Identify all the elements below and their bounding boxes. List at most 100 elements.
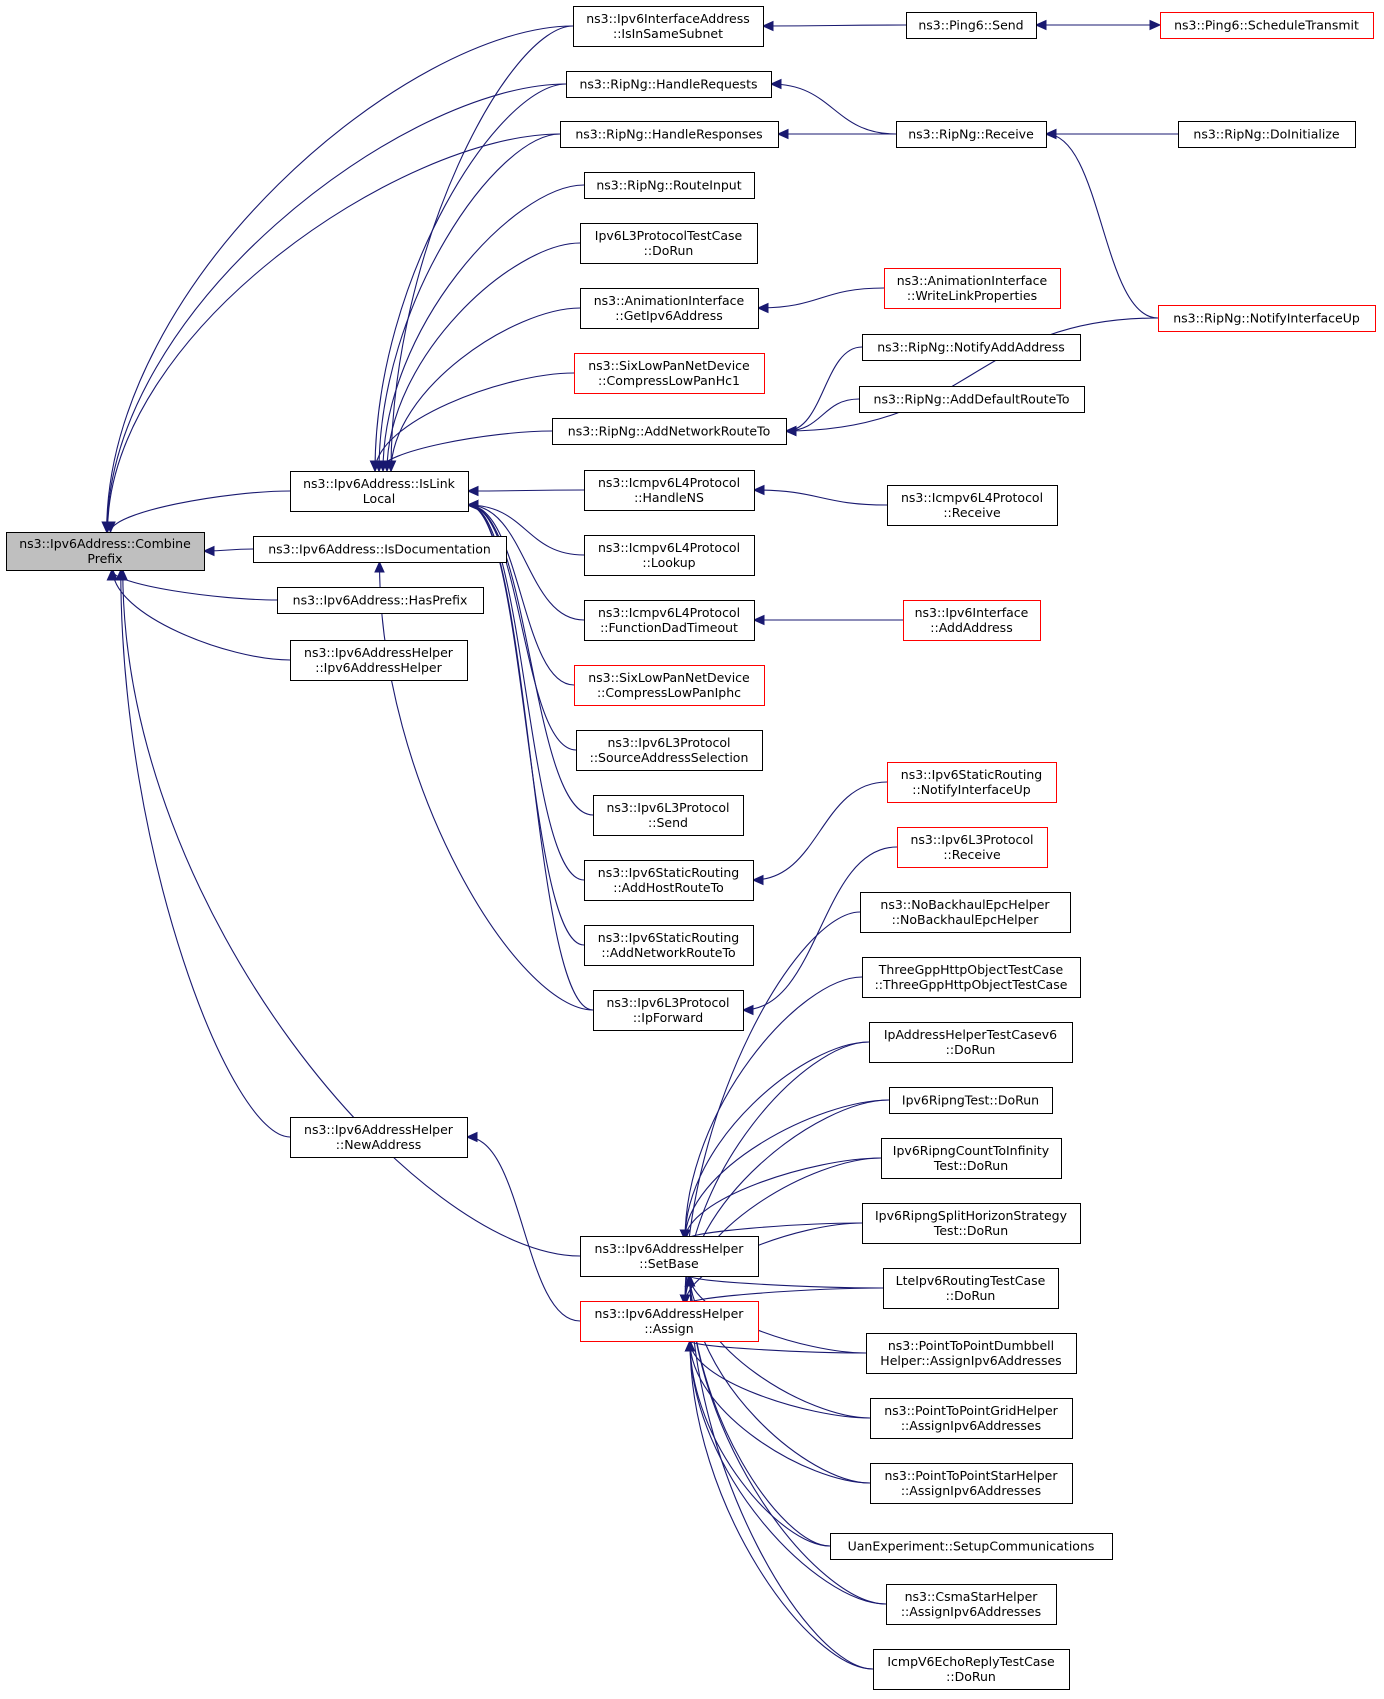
arrowhead-icon [465,1131,478,1143]
edge-ripnotifyup-to-addnetworkroute [785,317,1159,432]
node-label: ns3::RipNg::AddNetworkRouteTo [568,424,770,439]
node-uanexp[interactable]: UanExperiment::SetupCommunications [830,1533,1113,1560]
node-label: Local [363,491,395,506]
node-label: ::HandleNS [634,490,704,505]
edge-ipforward-to-islinklocal [467,504,594,1011]
arrowhead-icon [102,521,113,534]
node-addhostroute[interactable]: ns3::Ipv6StaticRouting::AddHostRouteTo [584,860,754,901]
node-threegpp[interactable]: ThreeGppHttpObjectTestCase::ThreeGppHttp… [862,957,1081,998]
node-adddefaultroute[interactable]: ns3::RipNg::AddDefaultRouteTo [859,386,1085,413]
node-addnetworkroute[interactable]: ns3::RipNg::AddNetworkRouteTo [552,418,787,445]
node-box [290,1117,468,1158]
node-newaddress[interactable]: ns3::Ipv6AddressHelper::NewAddress [290,1117,468,1158]
node-label: ::AddHostRouteTo [613,880,724,895]
node-box [290,640,468,681]
node-box [884,268,1061,309]
edge-getipv6address-to-islinklocal [390,307,581,472]
node-setbase[interactable]: ns3::Ipv6AddressHelper::SetBase [580,1236,759,1277]
node-icmpreceive[interactable]: ns3::Icmpv6L4Protocol::Receive [887,485,1058,526]
node-assign[interactable]: ns3::Ipv6AddressHelper::Assign [580,1301,759,1342]
node-isdoc[interactable]: ns3::Ipv6Address::IsDocumentation [253,536,507,563]
edge-csmastar-to-assign [689,1340,887,1605]
node-ripinit[interactable]: ns3::RipNg::DoInitialize [1178,121,1356,148]
node-label: ns3::PointToPointDumbbell [888,1338,1054,1353]
node-ping6send[interactable]: ns3::Ping6::Send [906,12,1037,39]
node-p2pdumbbell[interactable]: ns3::PointToPointDumbbellHelper::AssignI… [866,1333,1077,1374]
edge-issamesubnet-to-islinklocal [390,25,574,472]
edge-staticnotifyup-to-addhostroute [752,781,888,881]
node-p2pgrid[interactable]: ns3::PointToPointGridHelper::AssignIpv6A… [870,1398,1073,1439]
node-csmastar[interactable]: ns3::CsmaStarHelper::AssignIpv6Addresses [886,1584,1057,1625]
node-ifaceaddaddress[interactable]: ns3::Ipv6Interface::AddAddress [903,600,1041,641]
node-routeinput[interactable]: ns3::RipNg::RouteInput [584,172,755,199]
node-hasprefix[interactable]: ns3::Ipv6Address::HasPrefix [277,587,484,614]
node-label: UanExperiment::SetupCommunications [848,1539,1095,1554]
node-label: ::AssignIpv6Addresses [901,1483,1041,1498]
node-compressiphc[interactable]: ns3::SixLowPanNetDevice::CompressLowPanI… [574,665,765,706]
edge-p2pstar-to-assign [689,1340,871,1484]
node-handlens[interactable]: ns3::Icmpv6L4Protocol::HandleNS [584,470,755,511]
node-box [580,1236,759,1277]
node-box [873,1649,1070,1690]
node-label: ns3::Ping6::Send [918,18,1023,33]
node-label: ::NewAddress [336,1137,421,1152]
node-ripngtest[interactable]: Ipv6RipngTest::DoRun [889,1087,1053,1114]
node-box [580,1301,759,1342]
node-ripnotifyup[interactable]: ns3::RipNg::NotifyInterfaceUp [1158,305,1376,332]
node-l3receive[interactable]: ns3::Ipv6L3Protocol::Receive [897,827,1048,868]
node-label: ns3::RipNg::HandleRequests [580,77,758,92]
edge-ripnotifyup-to-ripreceive [1045,133,1159,319]
node-label: ::DoRun [946,1042,996,1057]
node-icmpecho[interactable]: IcmpV6EchoReplyTestCase::DoRun [873,1649,1070,1690]
node-label: ns3::Ipv6AddressHelper [595,1306,745,1321]
node-getipv6address[interactable]: ns3::AnimationInterface::GetIpv6Address [580,288,759,329]
node-label: ns3::RipNg::HandleResponses [575,127,762,142]
node-handleresponses[interactable]: ns3::RipNg::HandleResponses [560,121,779,148]
edge-ipforward-to-isdoc [378,561,594,1011]
node-label: ns3::Ipv6L3Protocol [606,800,729,815]
node-label: ns3::RipNg::NotifyInterfaceUp [1173,311,1360,326]
node-ipv6l3test[interactable]: Ipv6L3ProtocolTestCase::DoRun [580,223,758,264]
node-box [881,1138,1062,1179]
node-label: ::GetIpv6Address [615,308,722,323]
node-box [889,1087,1053,1114]
node-label: ns3::Ipv6Address::IsDocumentation [268,542,491,557]
node-compresshc1[interactable]: ns3::SixLowPanNetDevice::CompressLowPanH… [574,353,765,394]
node-box [883,1268,1059,1309]
node-box [593,990,744,1031]
node-ripreceive[interactable]: ns3::RipNg::Receive [896,121,1047,148]
node-lookup[interactable]: ns3::Icmpv6L4Protocol::Lookup [584,535,755,576]
edge-l3receive-to-ipforward [742,846,898,1011]
node-box [1158,305,1376,332]
node-writelinkprops[interactable]: ns3::AnimationInterface::WriteLinkProper… [884,268,1061,309]
nodes-layer: ns3::Ipv6Address::CombinePrefixns3::Ipv6… [6,6,1376,1690]
node-label: ns3::Ping6::ScheduleTransmit [1174,18,1359,33]
node-label: ::Assign [644,1321,693,1336]
node-lteipv6[interactable]: LteIpv6RoutingTestCase::DoRun [883,1268,1059,1309]
node-staticaddnetroute[interactable]: ns3::Ipv6StaticRouting::AddNetworkRouteT… [584,925,754,966]
node-addrhelperctor[interactable]: ns3::Ipv6AddressHelper::Ipv6AddressHelpe… [290,640,468,681]
node-p2pstar[interactable]: ns3::PointToPointStarHelper::AssignIpv6A… [870,1463,1073,1504]
node-notifyaddaddress[interactable]: ns3::RipNg::NotifyAddAddress [862,334,1081,361]
node-box [593,795,744,836]
node-issamesubnet[interactable]: ns3::Ipv6InterfaceAddress::IsInSameSubne… [573,6,764,47]
node-iphelpertest[interactable]: IpAddressHelperTestCasev6::DoRun [869,1022,1073,1063]
node-label: ns3::Icmpv6L4Protocol [598,540,740,555]
node-box [862,1203,1081,1244]
node-ping6schedule[interactable]: ns3::Ping6::ScheduleTransmit [1160,12,1374,39]
node-l3send[interactable]: ns3::Ipv6L3Protocol::Send [593,795,744,836]
node-dadtimeout[interactable]: ns3::Icmpv6L4Protocol::FunctionDadTimeou… [584,600,755,641]
node-srcaddrsel[interactable]: ns3::Ipv6L3Protocol::SourceAddressSelect… [576,730,763,771]
edge-icmpecho-to-setbase [689,1275,874,1670]
node-handlerequests[interactable]: ns3::RipNg::HandleRequests [566,71,772,98]
node-box [580,223,758,264]
node-nobackhaul[interactable]: ns3::NoBackhaulEpcHelper::NoBackhaulEpcH… [860,892,1071,933]
node-box [584,535,755,576]
node-ipforward[interactable]: ns3::Ipv6L3Protocol::IpForward [593,990,744,1031]
node-staticnotifyup[interactable]: ns3::Ipv6StaticRouting::NotifyInterfaceU… [887,762,1057,803]
edge-icmpreceive-to-handlens [753,489,888,506]
